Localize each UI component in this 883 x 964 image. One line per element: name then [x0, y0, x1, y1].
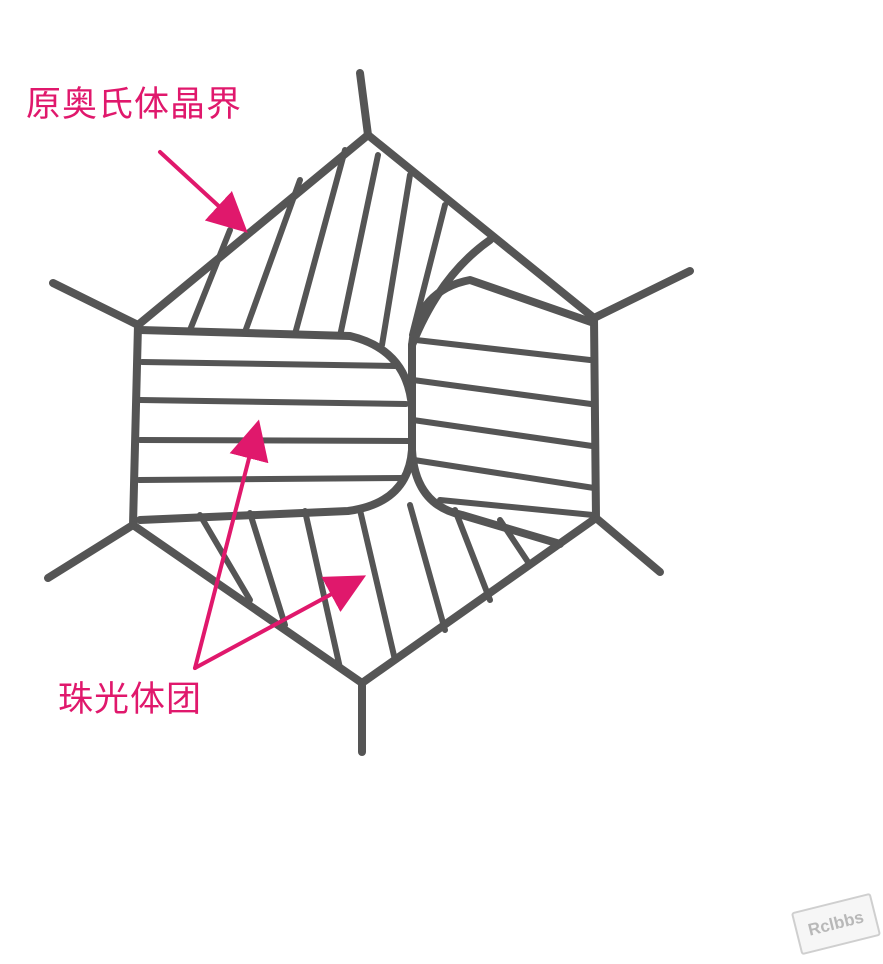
lamellae-right — [410, 337, 597, 518]
lamellae-bottom — [197, 502, 533, 671]
pearlite-colony-left — [136, 326, 416, 524]
watermark-text: Rclbbs — [806, 907, 866, 940]
pearlite-colony-label: 珠光体团 — [58, 680, 203, 720]
pearlite-colony-top-boundary — [408, 236, 494, 349]
pearlite-pointer-arrow-1 — [193, 419, 269, 670]
austenite-boundary-label: 原奥氏体晶界 — [26, 85, 243, 125]
boundary-pointer-arrow — [158, 150, 248, 233]
lamellae-left — [136, 359, 413, 483]
pearlite-pointer-arrow-2 — [193, 575, 367, 670]
neighbour-boundaries — [44, 69, 694, 756]
lamellae-top — [187, 147, 448, 348]
